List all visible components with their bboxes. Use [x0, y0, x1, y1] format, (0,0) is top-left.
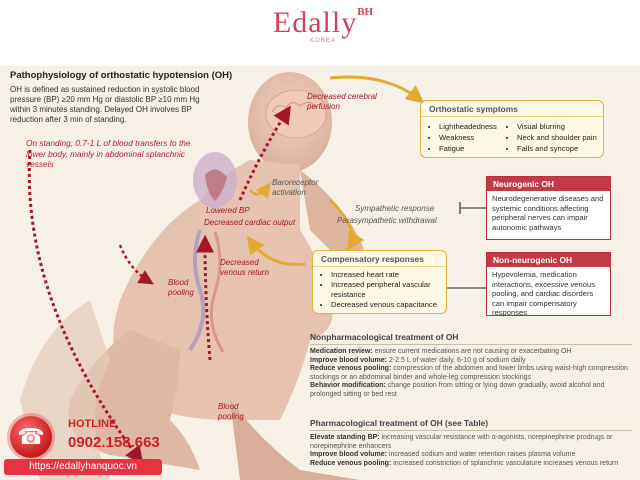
flow-arrow-pooling	[118, 244, 154, 285]
symptom-item: Fatigue	[439, 143, 499, 154]
pharm-section: Pharmacological treatment of OH (see Tab…	[310, 418, 632, 468]
logo-superscript: BH	[357, 6, 374, 18]
logo-tagline: KOREA	[309, 38, 336, 44]
symptom-item: Neck and shoulder pain	[517, 132, 603, 143]
nonpharm-item: Medication review: ensure current medica…	[310, 348, 572, 355]
nonpharm-item: Improve blood volume: 2-2.5 L of water d…	[310, 356, 526, 364]
symptom-item: Falls and syncope	[517, 143, 603, 154]
website-link[interactable]: https://edallyhanquoc.vn	[4, 459, 162, 475]
pharm-item: Improve blood volume: increased sodium a…	[310, 451, 576, 459]
symptom-list-right: Visual blurring Neck and shoulder pain F…	[499, 121, 603, 154]
flow-arrow-down	[27, 149, 144, 465]
standing-note: On standing, 0.7-1 L of blood transfers …	[26, 138, 191, 169]
oh-definition: OH is defined as sustained reduction in …	[10, 85, 200, 124]
nonneurogenic-text: Hypovolemia, medication interactions, ex…	[492, 270, 595, 317]
neurogenic-text: Neurodegenerative diseases and systemic …	[492, 194, 604, 232]
page-title: Pathophysiology of orthostatic hypotensi…	[10, 70, 233, 81]
hotline-number[interactable]: 0902.158.663	[68, 434, 160, 451]
compensatory-list: Increased heart rate Increased periphera…	[313, 270, 446, 310]
neurogenic-oh-box: Neurogenic OH Neurodegenerative diseases…	[486, 176, 611, 240]
compensatory-item: Increased heart rate	[331, 270, 446, 280]
arrow-back-to-body	[246, 235, 306, 266]
arrow-to-baroreceptor	[249, 182, 271, 199]
pharm-item: Elevate standing BP: increasing vascular…	[310, 434, 613, 450]
label-decreased-output: Decreased cardiac output	[204, 218, 296, 227]
label-baroreceptor: Baroreceptor activation	[272, 178, 319, 197]
label-decreased-return: Decreased venous return	[220, 258, 269, 277]
label-decreased-cerebral: Decreased cerebral perfusion	[307, 92, 377, 111]
flow-arrow-return	[196, 234, 215, 361]
label-sympathetic: Sympathetic response	[355, 204, 435, 213]
label-pooling-lower: Blood pooling	[218, 402, 244, 421]
arrow-to-symptoms	[329, 75, 425, 104]
compensatory-title: Compensatory responses	[313, 251, 446, 267]
nonneurogenic-oh-box: Non-neurogenic OH Hypovolemia, medicatio…	[486, 252, 611, 317]
pharm-title: Pharmacological treatment of OH (see Tab…	[310, 418, 632, 431]
symptom-item: Weakness	[439, 132, 499, 143]
symptom-item: Visual blurring	[517, 121, 603, 132]
compensatory-item: Increased peripheral vascular resistance	[331, 280, 446, 300]
symptom-list-left: Lightheadedness Weakness Fatigue	[421, 121, 499, 154]
phone-icon[interactable]: ☎	[10, 416, 52, 458]
compensatory-responses-box: Compensatory responses Increased heart r…	[312, 250, 447, 314]
nonpharm-section: Nonpharmacological treatment of OH Medic…	[310, 332, 632, 400]
orthostatic-symptoms-box: Orthostatic symptoms Lightheadedness Wea…	[420, 100, 604, 158]
nonpharm-item: Behavior modification: change position f…	[310, 382, 605, 398]
symptom-item: Lightheadedness	[439, 121, 499, 132]
logo-wordmark: Edally	[272, 6, 358, 39]
nonpharm-item: Reduce venous pooling: compression of th…	[310, 365, 628, 381]
nonneurogenic-title: Non-neurogenic OH	[487, 253, 610, 267]
pharm-item: Reduce venous pooling: increased constri…	[310, 459, 619, 467]
brand-header	[0, 0, 640, 66]
label-pooling-upper: Blood pooling	[168, 278, 194, 297]
label-lowered-bp: Lowered BP	[206, 206, 250, 215]
compensatory-item: Decreased venous capacitance	[331, 300, 446, 310]
label-parasympathetic: Parasympathetic withdrawal	[337, 216, 437, 225]
edally-logo[interactable]: EdallyBH KOREA	[268, 6, 378, 56]
hotline-widget[interactable]: ☎ HOTLINE 0902.158.663	[10, 414, 180, 480]
arrow-to-compensatory	[328, 198, 365, 251]
hotline-label: HOTLINE	[68, 418, 117, 430]
orthostatic-title: Orthostatic symptoms	[421, 101, 603, 117]
nonpharm-title: Nonpharmacological treatment of OH	[310, 332, 632, 345]
flow-arrow-head	[238, 105, 291, 201]
neurogenic-title: Neurogenic OH	[487, 177, 610, 191]
